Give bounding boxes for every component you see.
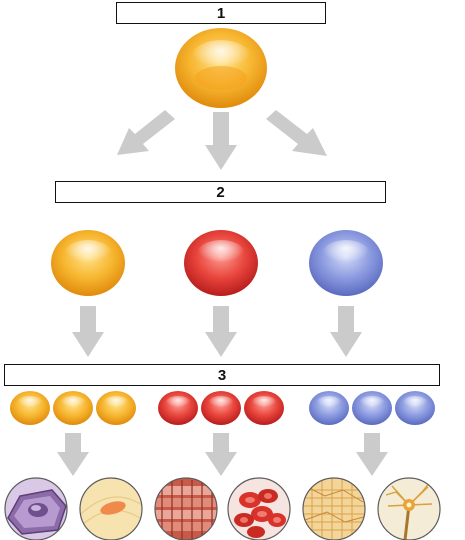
progenitor-cell-red	[184, 230, 258, 296]
precursor-group-red	[158, 391, 284, 425]
tissue-connective	[302, 477, 366, 540]
arrow-down-icon	[356, 433, 388, 476]
stage-label-1-text: 1	[216, 4, 226, 22]
arrow-down-icon	[57, 433, 89, 476]
precursor-group-orange	[10, 391, 136, 425]
arrow-down-icon	[72, 306, 104, 357]
tissue-skeletal-muscle	[154, 477, 218, 540]
tissue-arrows	[57, 433, 388, 476]
arrow-down-icon	[330, 306, 362, 357]
progenitor-cell-orange	[51, 230, 125, 296]
arrow-left-icon	[117, 110, 175, 155]
stem-cell	[175, 28, 267, 108]
stage-label-3-text: 3	[217, 366, 227, 384]
stage-label-2-text: 2	[216, 183, 225, 201]
precursor-group-blue	[309, 391, 435, 425]
arrow-down-icon	[205, 306, 237, 357]
stage-label-3: 3	[4, 364, 440, 386]
tissue-neuron	[377, 477, 441, 540]
progenitor-cell-blue	[309, 230, 383, 296]
tissue-epithelial	[4, 477, 68, 540]
stage-label-1: 1	[116, 2, 326, 24]
arrow-down-icon	[205, 433, 237, 476]
tissue-smooth-muscle	[79, 477, 143, 540]
stage-label-2: 2	[55, 181, 386, 203]
stem-arrows	[117, 110, 327, 170]
tissue-red-blood-cells	[227, 477, 291, 540]
arrow-right-icon	[266, 110, 327, 156]
arrow-down-icon	[205, 112, 237, 170]
progenitor-arrows	[72, 306, 362, 357]
